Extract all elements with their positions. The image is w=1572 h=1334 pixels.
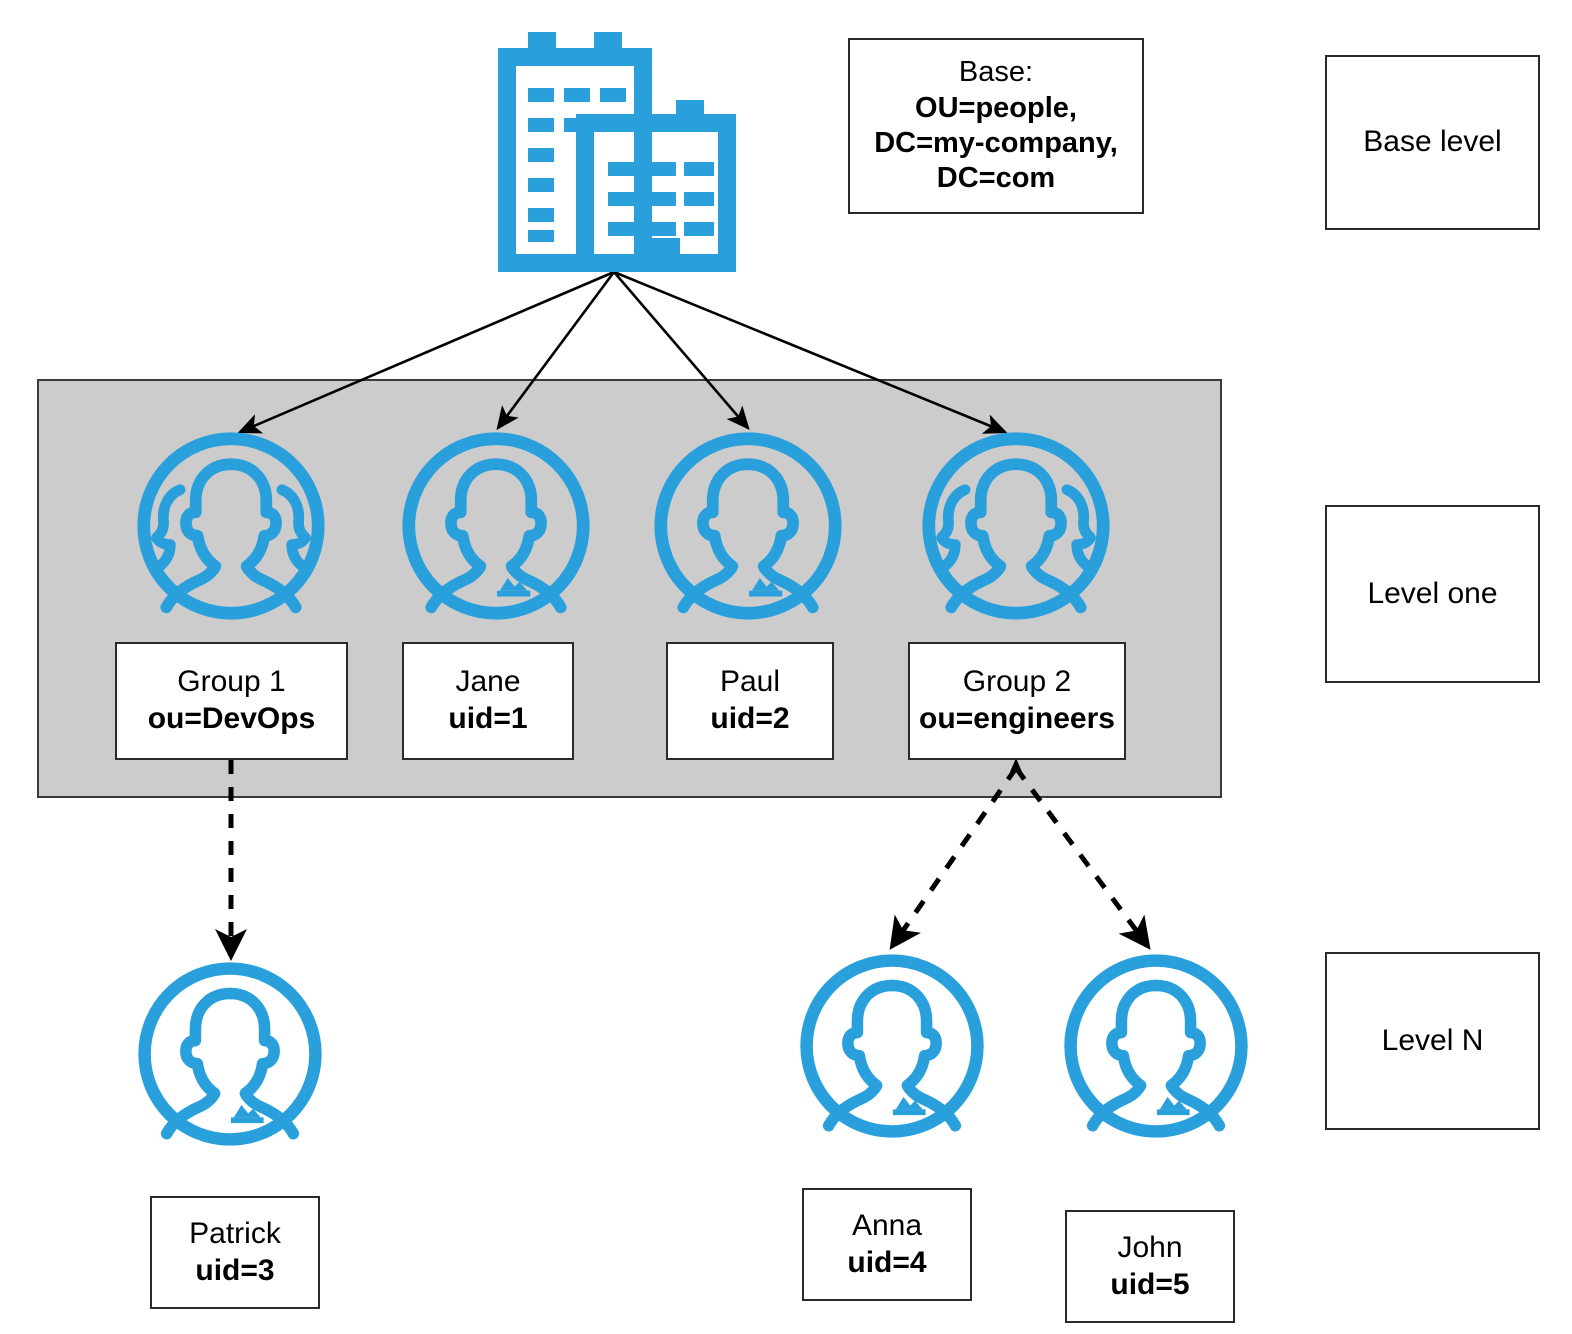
entity-name-jane: Jane bbox=[455, 665, 521, 699]
entity-attr-patrick: uid=3 bbox=[195, 1253, 275, 1287]
base-dn-dc-company: DC=my-company, bbox=[874, 127, 1118, 159]
group-people-icon bbox=[922, 432, 1110, 620]
entity-name-patrick: Patrick bbox=[189, 1216, 281, 1250]
entity-name-paul: Paul bbox=[719, 665, 781, 699]
single-person-icon bbox=[800, 954, 984, 1138]
level-label-n-text: Level N bbox=[1381, 1023, 1484, 1057]
level-label-base-text: Base level bbox=[1363, 125, 1502, 159]
single-person-icon bbox=[138, 962, 322, 1146]
entity-name-john: John bbox=[1117, 1230, 1183, 1264]
level-label-n: Level N bbox=[1325, 952, 1540, 1130]
entity-attr-group2: ou=engineers bbox=[919, 702, 1115, 735]
level-label-one: Level one bbox=[1325, 505, 1540, 683]
entity-box-jane: Jane uid=1 bbox=[402, 642, 574, 760]
entity-box-john: John uid=5 bbox=[1065, 1210, 1235, 1323]
entity-name-group1: Group 1 bbox=[177, 665, 286, 699]
entity-attr-anna: uid=4 bbox=[847, 1245, 927, 1279]
entity-name-group2: Group 2 bbox=[962, 665, 1072, 699]
entity-name-anna: Anna bbox=[851, 1208, 923, 1242]
single-person-icon bbox=[402, 432, 590, 620]
entity-box-paul: Paul uid=2 bbox=[666, 642, 834, 760]
level-label-base: Base level bbox=[1325, 55, 1540, 230]
entity-attr-john: uid=5 bbox=[1110, 1267, 1190, 1301]
entity-attr-paul: uid=2 bbox=[710, 702, 790, 735]
entity-box-anna: Anna uid=4 bbox=[802, 1188, 972, 1301]
single-person-icon bbox=[654, 432, 842, 620]
group-people-icon bbox=[137, 432, 325, 620]
base-dn-dc-com: DC=com bbox=[936, 162, 1056, 195]
base-dn-label: Base: bbox=[958, 56, 1034, 89]
office-building-icon bbox=[498, 32, 736, 272]
single-person-icon bbox=[1064, 954, 1248, 1138]
entity-box-patrick: Patrick uid=3 bbox=[150, 1196, 320, 1309]
base-dn-box: Base: OU=people, DC=my-company, DC=com bbox=[848, 38, 1144, 214]
level-label-one-text: Level one bbox=[1367, 576, 1498, 610]
entity-box-group1: Group 1 ou=DevOps bbox=[115, 642, 348, 760]
base-dn-ou: OU=people, bbox=[915, 91, 1077, 124]
entity-attr-jane: uid=1 bbox=[448, 702, 528, 735]
entity-box-group2: Group 2 ou=engineers bbox=[908, 642, 1126, 760]
entity-attr-group1: ou=DevOps bbox=[147, 702, 316, 735]
